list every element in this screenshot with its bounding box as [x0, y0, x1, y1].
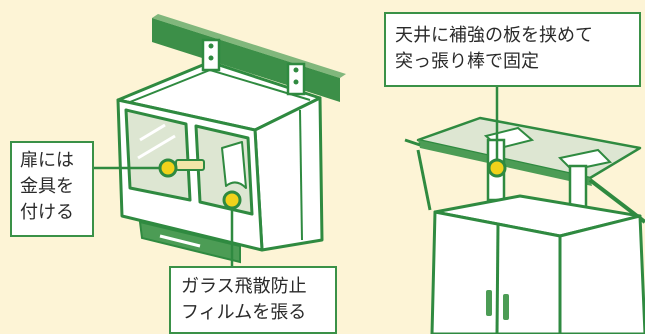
marker-door-fitting	[158, 158, 178, 178]
right-cabinet-illustration	[404, 87, 645, 334]
callout-door-line-3: 付ける	[20, 202, 74, 223]
callout-ceiling-line-2: 突っ張り棒で固定	[395, 51, 539, 72]
film-peel	[221, 141, 247, 189]
left-cabinet-illustration	[94, 14, 346, 268]
callout-door-line-1: 扉には	[20, 150, 74, 171]
marker-tension-pole	[487, 158, 507, 178]
right-cabinet-side	[558, 214, 645, 334]
ceiling-beam-top	[152, 14, 346, 78]
right-cabinet-front	[430, 210, 562, 334]
callout-door-fittings: 扉には 金具を 付ける	[10, 141, 94, 237]
callout-ceiling-pole: 天井に補強の板を挟めて 突っ張り棒で固定	[384, 12, 641, 87]
left-glass-door	[124, 108, 192, 202]
wall-bracket-right	[286, 62, 306, 96]
callout-door-line-2: 金具を	[20, 176, 74, 197]
door-latch-fitting	[175, 159, 205, 171]
callout-film-line-2: フィルムを張る	[181, 302, 307, 323]
callout-ceiling-line-1: 天井に補強の板を挟めて	[395, 25, 593, 46]
callout-glass-film: ガラス飛散防止 フィルムを張る	[169, 266, 337, 334]
marker-glass-film	[222, 190, 242, 210]
wall-bracket-left	[201, 38, 221, 72]
callout-film-line-1: ガラス飛散防止	[181, 276, 307, 297]
